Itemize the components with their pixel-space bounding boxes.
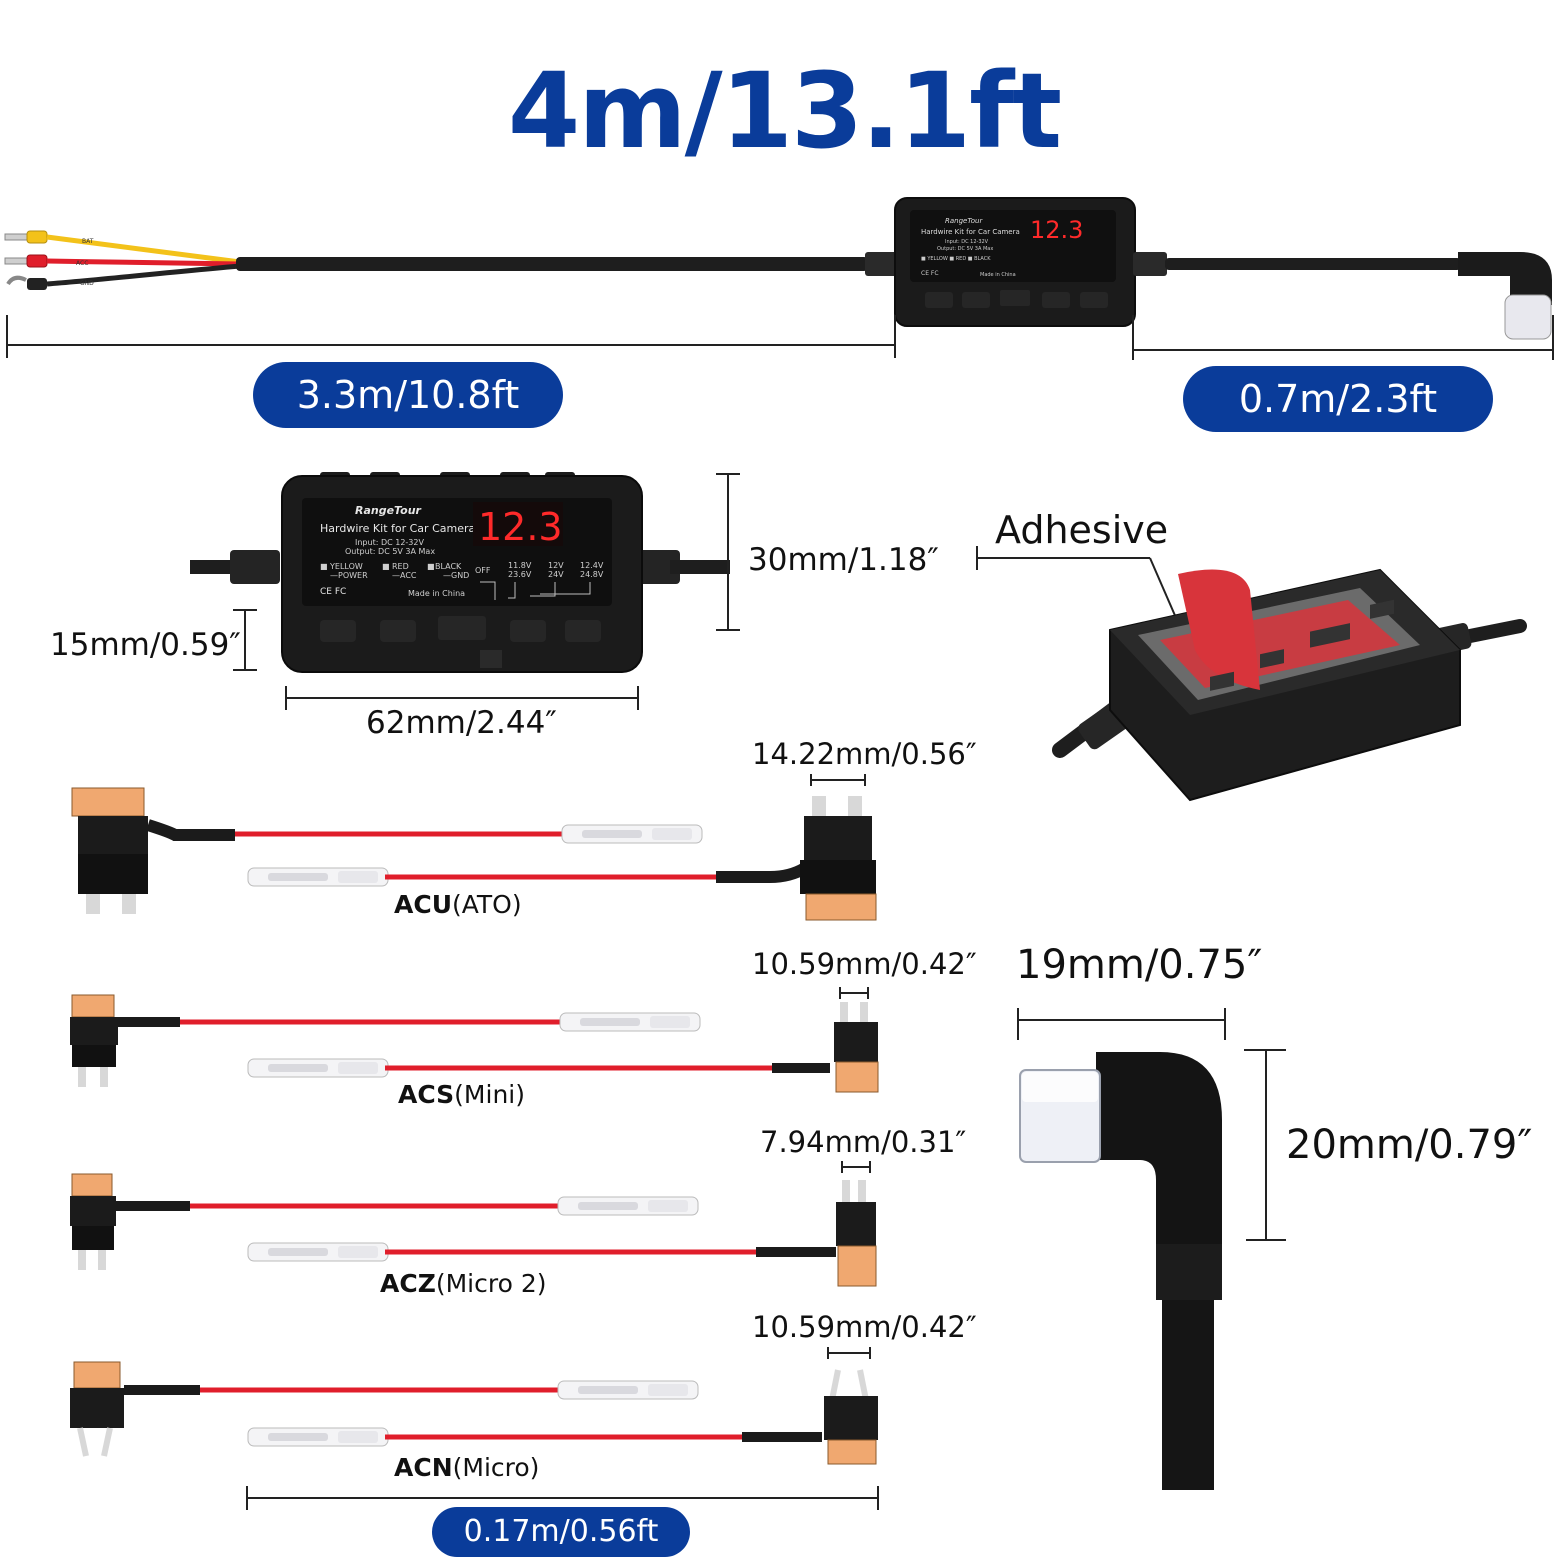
module-closeup: RangeTour Hardwire Kit for Car Camera In… [190, 472, 730, 673]
fuse-tap-acz [70, 1161, 877, 1287]
output-length-badge: 0.7m/2.3ft [1183, 366, 1493, 432]
connector-height-label: 20mm/0.79″ [1286, 1122, 1533, 1168]
led-display: 12.3 [478, 505, 563, 549]
module-dimension-lines [233, 473, 740, 710]
fuse-taps-illustration [70, 774, 879, 1510]
tap-label-acu: ACU(ATO) [394, 890, 522, 919]
fuse-tap-acu [71, 774, 877, 921]
tap-label-acs: ACS(Mini) [398, 1080, 525, 1109]
module-adhesive-view [976, 546, 1527, 802]
setting-v1: 11.8V [508, 561, 532, 570]
svg-text:■: ■ [320, 562, 328, 571]
module-output: Output: DC 5V 3A Max [345, 547, 435, 556]
legend-black-role: —GND [443, 571, 469, 580]
module-width-label: 62mm/2.44″ [366, 705, 557, 741]
tap-label-acz: ACZ(Micro 2) [380, 1269, 547, 1298]
svg-text:■: ■ [382, 562, 390, 571]
acc-tag: ACC [76, 260, 88, 267]
setting-off: OFF [475, 566, 491, 575]
fuse-tap-acs [70, 987, 879, 1093]
tap-length-dimension [246, 1486, 879, 1510]
tap-width-acz: 7.94mm/0.31″ [760, 1125, 967, 1159]
setting-v1b: 23.6V [508, 570, 532, 579]
legend-black: BLACK [435, 562, 462, 571]
tap-label-acn: ACN(Micro) [394, 1453, 540, 1482]
usb-c-plug-small [1458, 252, 1552, 340]
module-product: Hardwire Kit for Car Camera [320, 522, 475, 535]
gnd-tag: GND [80, 280, 94, 287]
legend-red: RED [392, 562, 409, 571]
svg-text:RangeTour: RangeTour [945, 217, 983, 225]
svg-text:Made in China: Made in China [980, 272, 1016, 278]
output-cable [1165, 258, 1461, 270]
svg-text:12.3: 12.3 [1030, 216, 1083, 244]
connector-width-label: 19mm/0.75″ [1016, 942, 1263, 988]
tap-length-badge: 0.17m/0.56ft [432, 1507, 690, 1557]
legend-red-role: —ACC [392, 571, 417, 580]
svg-text:Input: DC 12-32V: Input: DC 12-32V [945, 239, 989, 245]
setting-v3b: 24.8V [580, 570, 604, 579]
module-brand: RangeTour [355, 504, 422, 517]
bat-tag: BAT [82, 238, 94, 245]
main-cable [236, 257, 868, 271]
module-small: RangeTour Hardwire Kit for Car Camera In… [894, 197, 1136, 327]
svg-text:Output: DC 5V 3A Max: Output: DC 5V 3A Max [937, 246, 993, 252]
module-depth-label: 15mm/0.59″ [50, 627, 241, 663]
legend-yellow-role: —POWER [330, 571, 368, 580]
tap-width-acu: 14.22mm/0.56″ [752, 737, 977, 771]
legend-yellow: YELLOW [329, 562, 363, 571]
svg-text:CE FC: CE FC [921, 270, 939, 277]
svg-text:■ YELLOW ■ RED ■ BLACK: ■ YELLOW ■ RED ■ BLACK [921, 256, 991, 262]
made-in: Made in China [408, 589, 465, 598]
page-title: 4m/13.1ft [507, 50, 1062, 172]
main-length-badge: 3.3m/10.8ft [253, 362, 563, 428]
tap-width-acn: 10.59mm/0.42″ [752, 1310, 977, 1344]
usb-c-connector-closeup [1017, 1008, 1286, 1490]
main-cable-illustration: BAT ACC GND RangeTour Hardwire Kit for C… [4, 197, 1554, 360]
module-height-label: 30mm/1.18″ [748, 542, 939, 578]
adhesive-label: Adhesive [995, 508, 1169, 552]
svg-text:Hardwire Kit for Car Camera: Hardwire Kit for Car Camera [921, 228, 1020, 236]
dimension-lines-main [6, 315, 1554, 360]
svg-text:■: ■ [427, 562, 435, 571]
cert-marks: CE FC [320, 587, 346, 597]
setting-v2: 12V [548, 561, 564, 570]
setting-v3: 12.4V [580, 561, 604, 570]
tap-width-acs: 10.59mm/0.42″ [752, 947, 977, 981]
wire-terminals [4, 230, 241, 290]
fuse-tap-acn [70, 1347, 878, 1465]
module-input: Input: DC 12-32V [355, 538, 424, 547]
setting-v2b: 24V [548, 570, 564, 579]
